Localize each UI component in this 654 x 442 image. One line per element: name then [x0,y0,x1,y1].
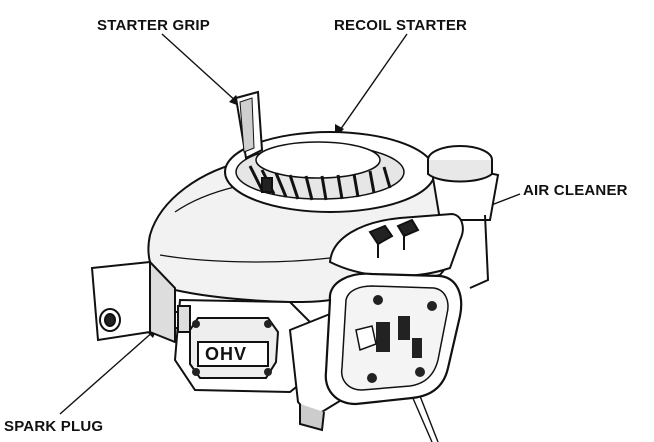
muffler [90,259,176,344]
leader-lines [59,33,521,442]
spark-plug-leader [59,329,156,415]
starter-grip-leader [161,33,239,104]
bottom-leader-a [411,395,433,442]
ohv-plate [197,341,269,367]
fuel-cap-assembly [427,145,500,289]
shroud-contour [159,254,331,263]
cylinder-head [173,298,322,394]
recoil-starter-leader [337,33,408,134]
recoil-starter-cap [255,141,381,179]
bottom-leader-b [419,395,439,442]
recoil-starter-label: RECOIL STARTER [334,17,468,34]
spark-plug-label: SPARK PLUG [4,418,104,435]
air-cleaner-label: AIR CLEANER [523,182,628,199]
side-cover [324,272,463,406]
starter-grip-label: STARTER GRIP [97,17,210,34]
ohv-badge-text: OHV [205,344,248,364]
starter-grip [234,90,273,193]
